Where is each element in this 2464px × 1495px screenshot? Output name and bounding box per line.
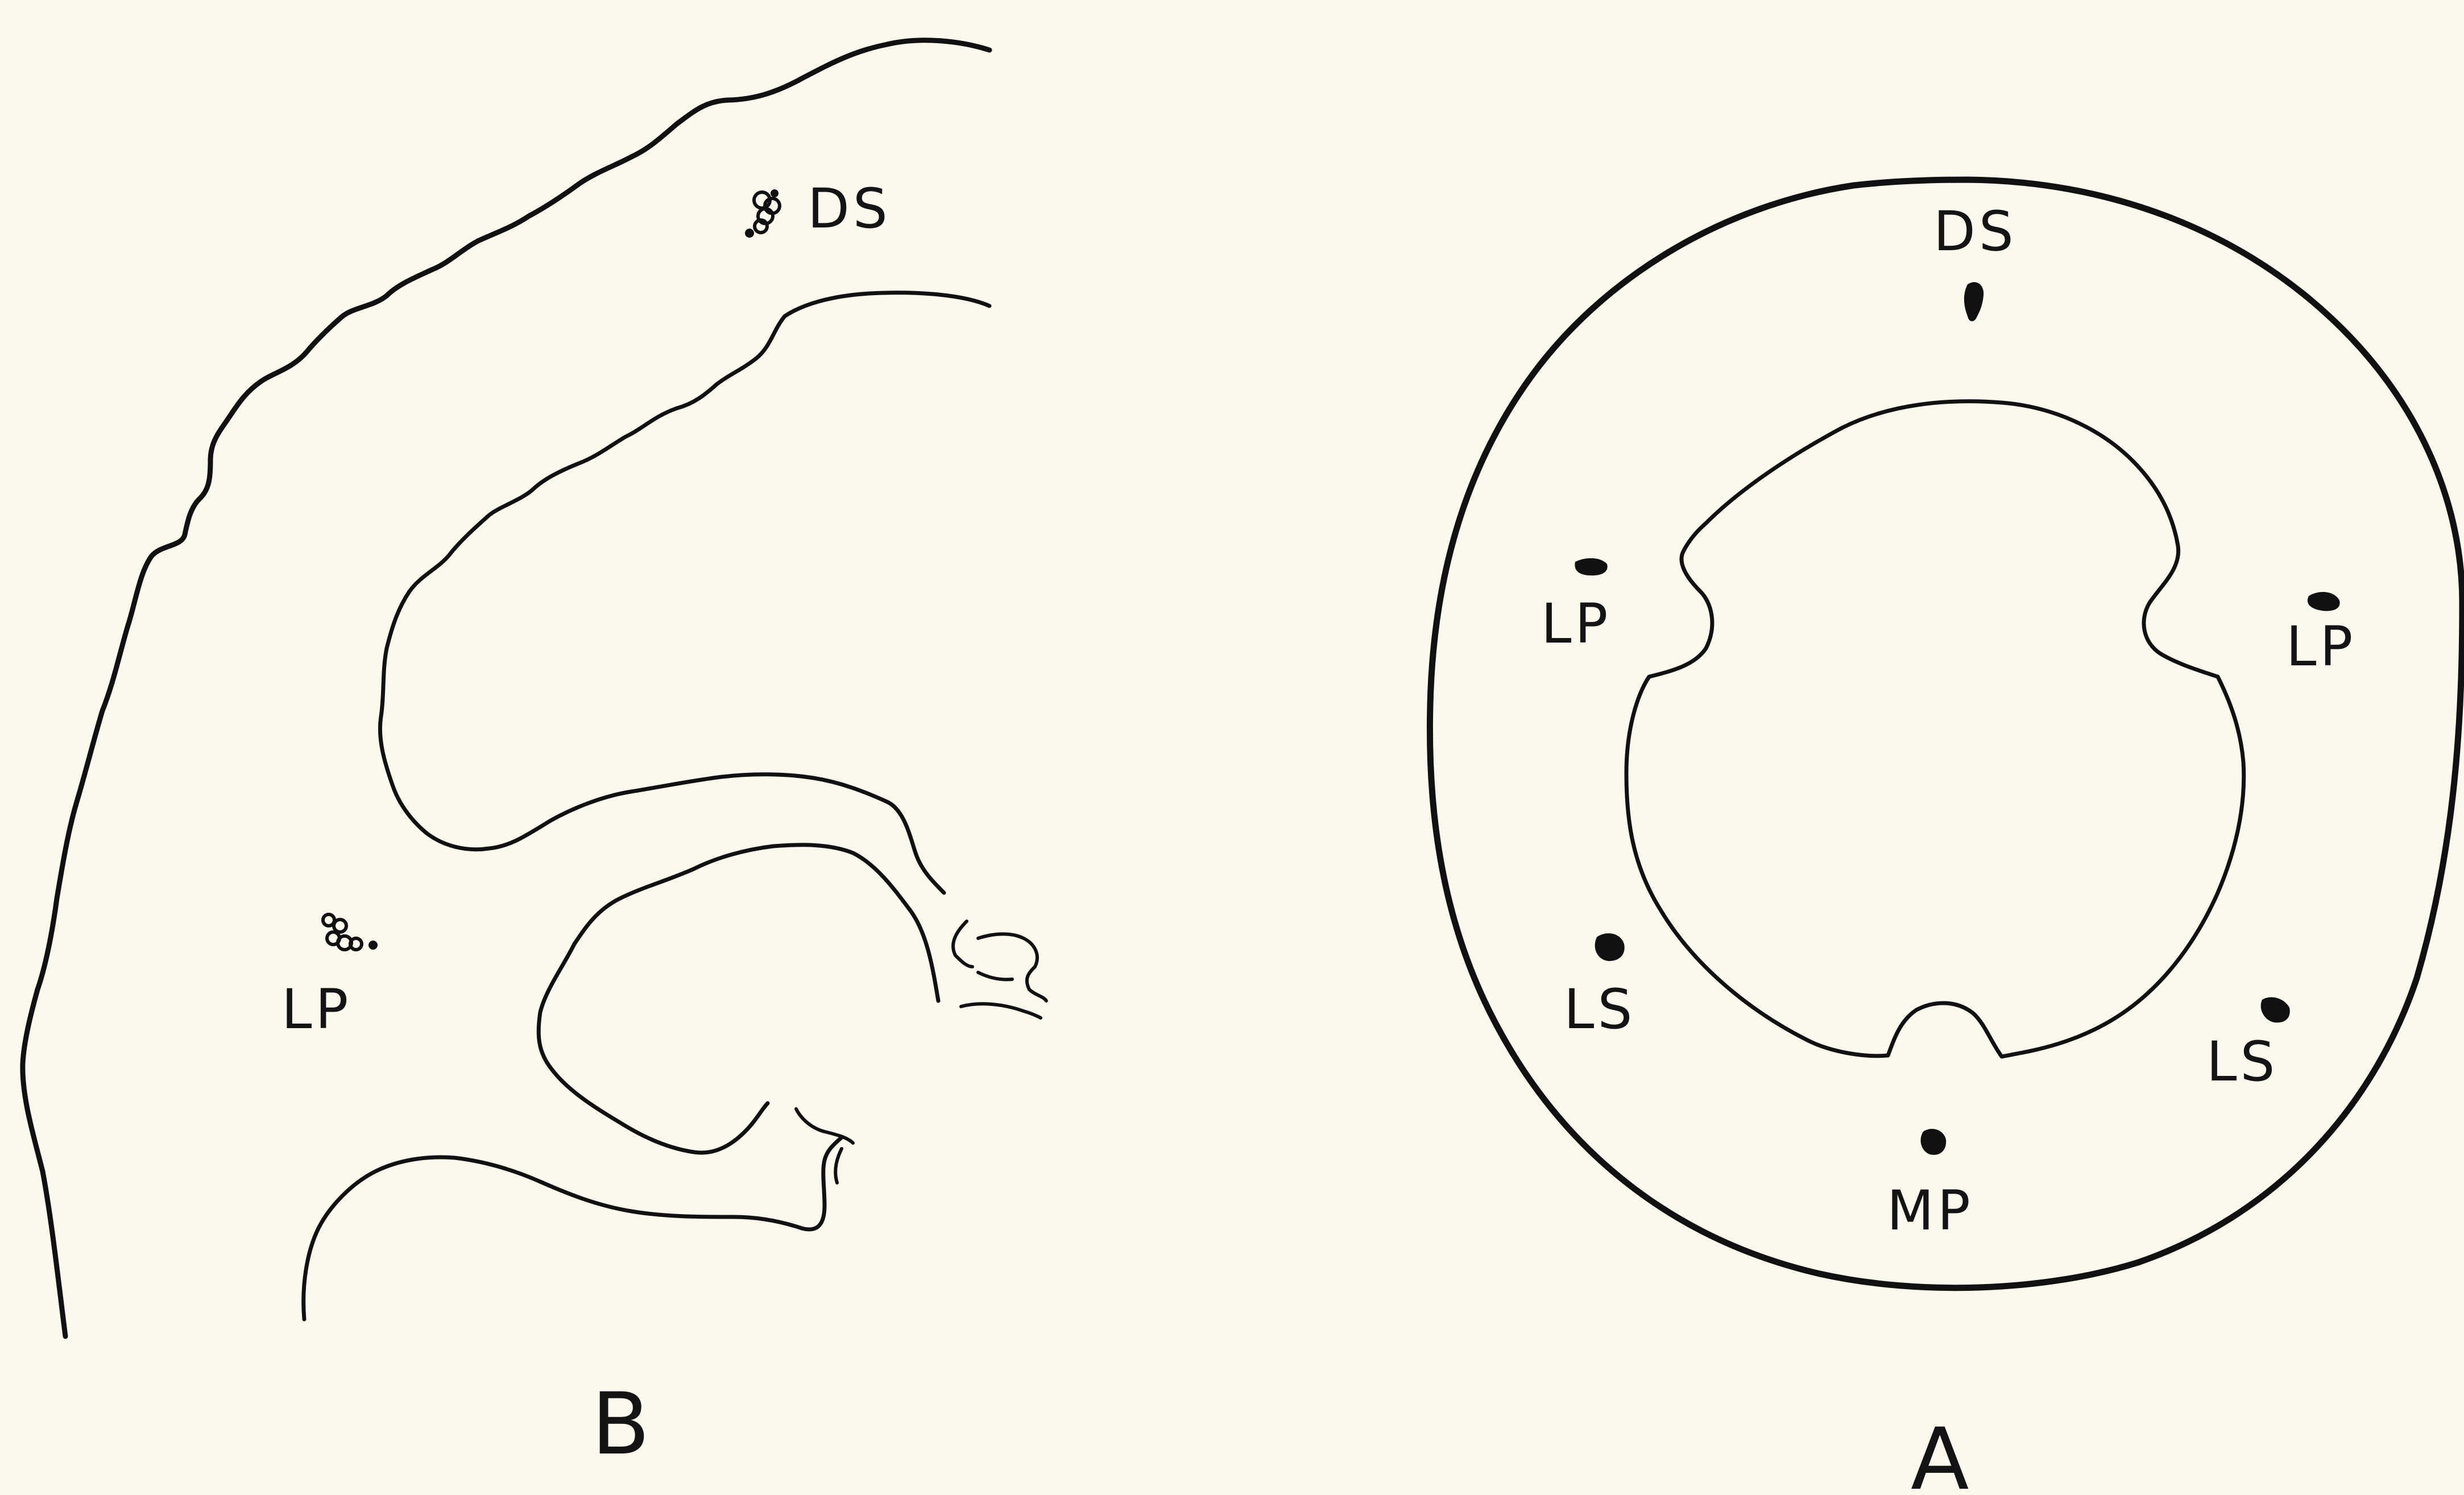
panel-b-fragment — [953, 921, 972, 967]
panel-a-outer-ring — [1430, 180, 2462, 1288]
panel-a-ls-left-marker — [1595, 933, 1625, 961]
panel-a-ls-left-label: LS — [1564, 978, 1635, 1041]
panel-b-fragment — [835, 1149, 842, 1183]
panel-a-lp-left-marker — [1575, 558, 1607, 575]
panel-a-label: A — [1911, 1410, 1969, 1495]
panel-b-fragment — [978, 972, 1012, 980]
panel-a-ls-right-marker — [2261, 997, 2290, 1023]
panel-b-lp-label: LP — [281, 978, 351, 1041]
panel-a-lp-right-label: LP — [2286, 615, 2356, 678]
panel-b-fragment — [796, 1109, 853, 1143]
panel-b-fragment — [978, 934, 1046, 1001]
panel-a-ds-marker — [1964, 282, 1983, 321]
panel-b-inner-upper-contour — [380, 293, 989, 893]
panel-b-ds-marker — [745, 189, 780, 238]
panel-b-lp-marker — [323, 914, 378, 950]
panel-a-mp-marker — [1921, 1129, 1947, 1155]
panel-a-inner-cavity — [1626, 401, 2244, 1057]
panel-a-mp-label: MP — [1887, 1179, 1974, 1243]
panel-b-lower-contour — [304, 1137, 842, 1319]
panel-b-fragment — [961, 1004, 1041, 1018]
panel-a-ds-label: DS — [1933, 200, 2017, 263]
panel-a-lp-left-label: LP — [1541, 592, 1611, 656]
panel-a-lp-right-marker — [2308, 592, 2340, 611]
panel-b-ds-label: DS — [807, 177, 891, 241]
panel-b-inner-bulb-contour — [539, 845, 938, 1153]
panel-b-label: B — [591, 1375, 650, 1474]
panel-a: DS LP LP LS LS MP A — [1430, 180, 2462, 1495]
panel-a-ls-right-label: LS — [2206, 1030, 2278, 1094]
panel-b: DS LP B — [23, 40, 1046, 1474]
